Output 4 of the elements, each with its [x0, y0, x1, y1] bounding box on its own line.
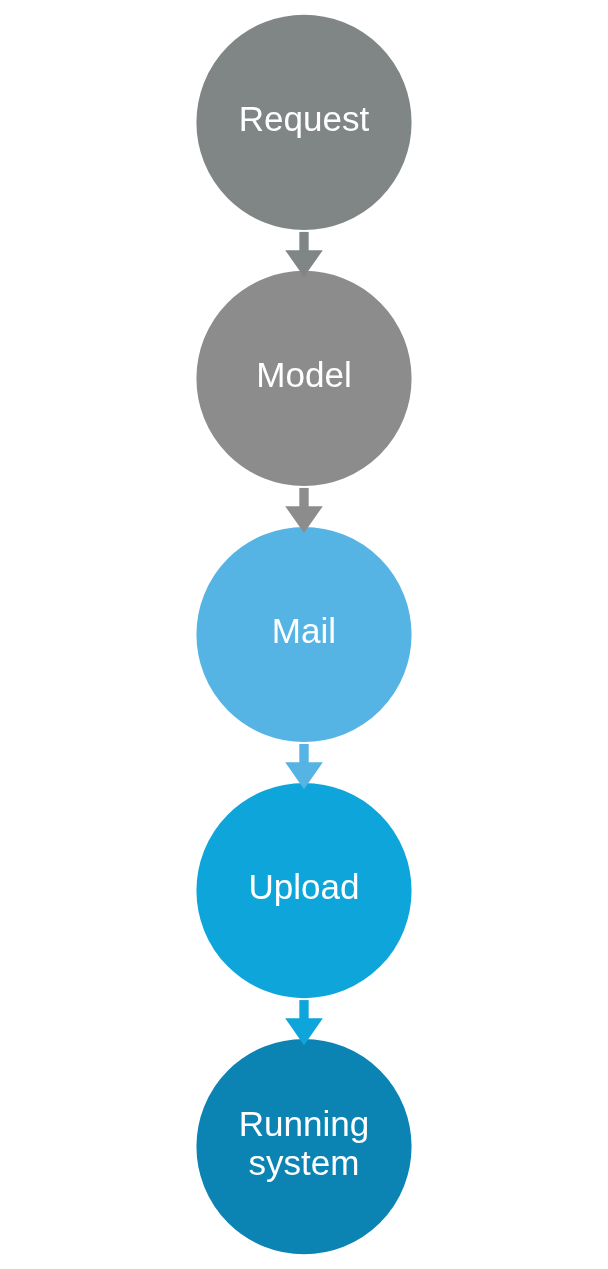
arrow: [285, 231, 323, 278]
arrow: [285, 1000, 323, 1046]
arrow: [285, 487, 323, 534]
arrow: [285, 744, 323, 790]
